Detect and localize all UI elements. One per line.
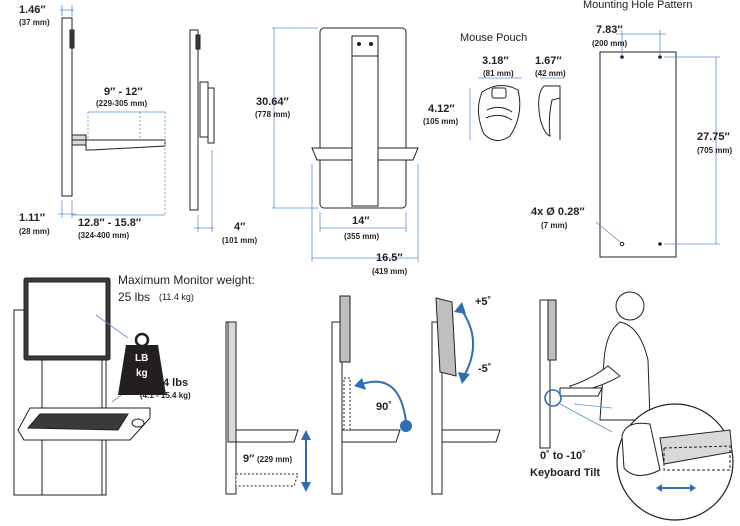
weight-range: 9 - 34 lbs — [141, 377, 189, 389]
monitor-weight-value: 25 lbs — [118, 290, 151, 304]
width-dim: 14″ — [352, 215, 370, 227]
mounting-pattern-title: Mounting Hole Pattern — [583, 0, 693, 11]
hole-diameter-dim-metric: (7 mm) — [541, 221, 568, 230]
monitor-weight-title: Maximum Monitor weight: — [118, 273, 255, 287]
hole-spacing-width-dim-metric: (200 mm) — [592, 39, 628, 48]
pouch-width-dim: 3.18″ — [482, 55, 509, 67]
monitor-weight-metric: (11.4 kg) — [159, 292, 194, 302]
hole-spacing-height-dim-metric: (705 mm) — [697, 146, 733, 155]
keyboard-tilt-range: 0˚ to -10˚ — [540, 450, 586, 462]
travel-dim-metric: (229 mm) — [257, 455, 293, 464]
front-view — [272, 27, 419, 262]
side-depth-dim: 4″ — [234, 221, 246, 233]
keyboard-tilt-label: Keyboard Tilt — [530, 467, 601, 479]
total-width-dim-metric: (419 mm) — [372, 267, 408, 276]
width-dim-metric: (355 mm) — [344, 232, 380, 241]
rotation-angle: 90˚ — [376, 401, 392, 413]
hole-spacing-height-dim: 27.75″ — [697, 131, 730, 143]
depth-bottom-dim: 1.11″ — [19, 212, 46, 224]
height-adjust-view — [225, 321, 311, 495]
hole-diameter-dim: 4x Ø 0.28″ — [531, 206, 585, 218]
depth-top-dim: 1.46″ — [19, 4, 46, 16]
weight-badge-kg: kg — [136, 368, 148, 379]
total-width-dim: 16.5″ — [376, 252, 403, 264]
mouse-pouch-title: Mouse Pouch — [460, 32, 528, 44]
depth-top-dim-metric: (37 mm) — [19, 18, 50, 27]
pouch-width-dim-metric: (81 mm) — [483, 69, 514, 78]
monitor-tilt-view — [431, 297, 501, 495]
tilt-up-angle: +5˚ — [475, 296, 492, 308]
tilt-down-angle: -5˚ — [478, 363, 492, 375]
shelf-depth-dim: 12.8″ - 15.8″ — [78, 217, 142, 229]
pouch-height-dim-metric: (105 mm) — [423, 117, 459, 126]
workstation-with-monitor — [13, 277, 166, 496]
mouse-pouch-drawing — [469, 77, 564, 141]
side-view-right — [189, 29, 215, 232]
weight-range-metric: (4.1 - 15.4 kg) — [140, 391, 191, 400]
depth-bottom-dim-metric: (28 mm) — [19, 227, 50, 236]
mounting-hole-plate — [595, 30, 720, 258]
hole-spacing-width-dim: 7.83″ — [596, 24, 623, 36]
height-dim-metric: (778 mm) — [255, 110, 291, 119]
side-view-left — [58, 5, 166, 218]
weight-badge-lb: LB — [135, 353, 149, 364]
reach-dim: 9″ - 12″ — [104, 86, 143, 98]
height-dim: 30.64″ — [256, 96, 289, 108]
travel-dim: 9″ — [243, 453, 255, 465]
pouch-height-dim: 4.12″ — [428, 103, 455, 115]
pouch-depth-dim-metric: (42 mm) — [535, 69, 566, 78]
shelf-depth-dim-metric: (324-400 mm) — [78, 231, 130, 240]
rotate-view — [331, 295, 412, 495]
reach-dim-metric: (229-305 mm) — [96, 99, 148, 108]
pouch-depth-dim: 1.67″ — [535, 55, 562, 67]
seated-user-view — [539, 291, 734, 521]
side-depth-dim-metric: (101 mm) — [222, 236, 258, 245]
